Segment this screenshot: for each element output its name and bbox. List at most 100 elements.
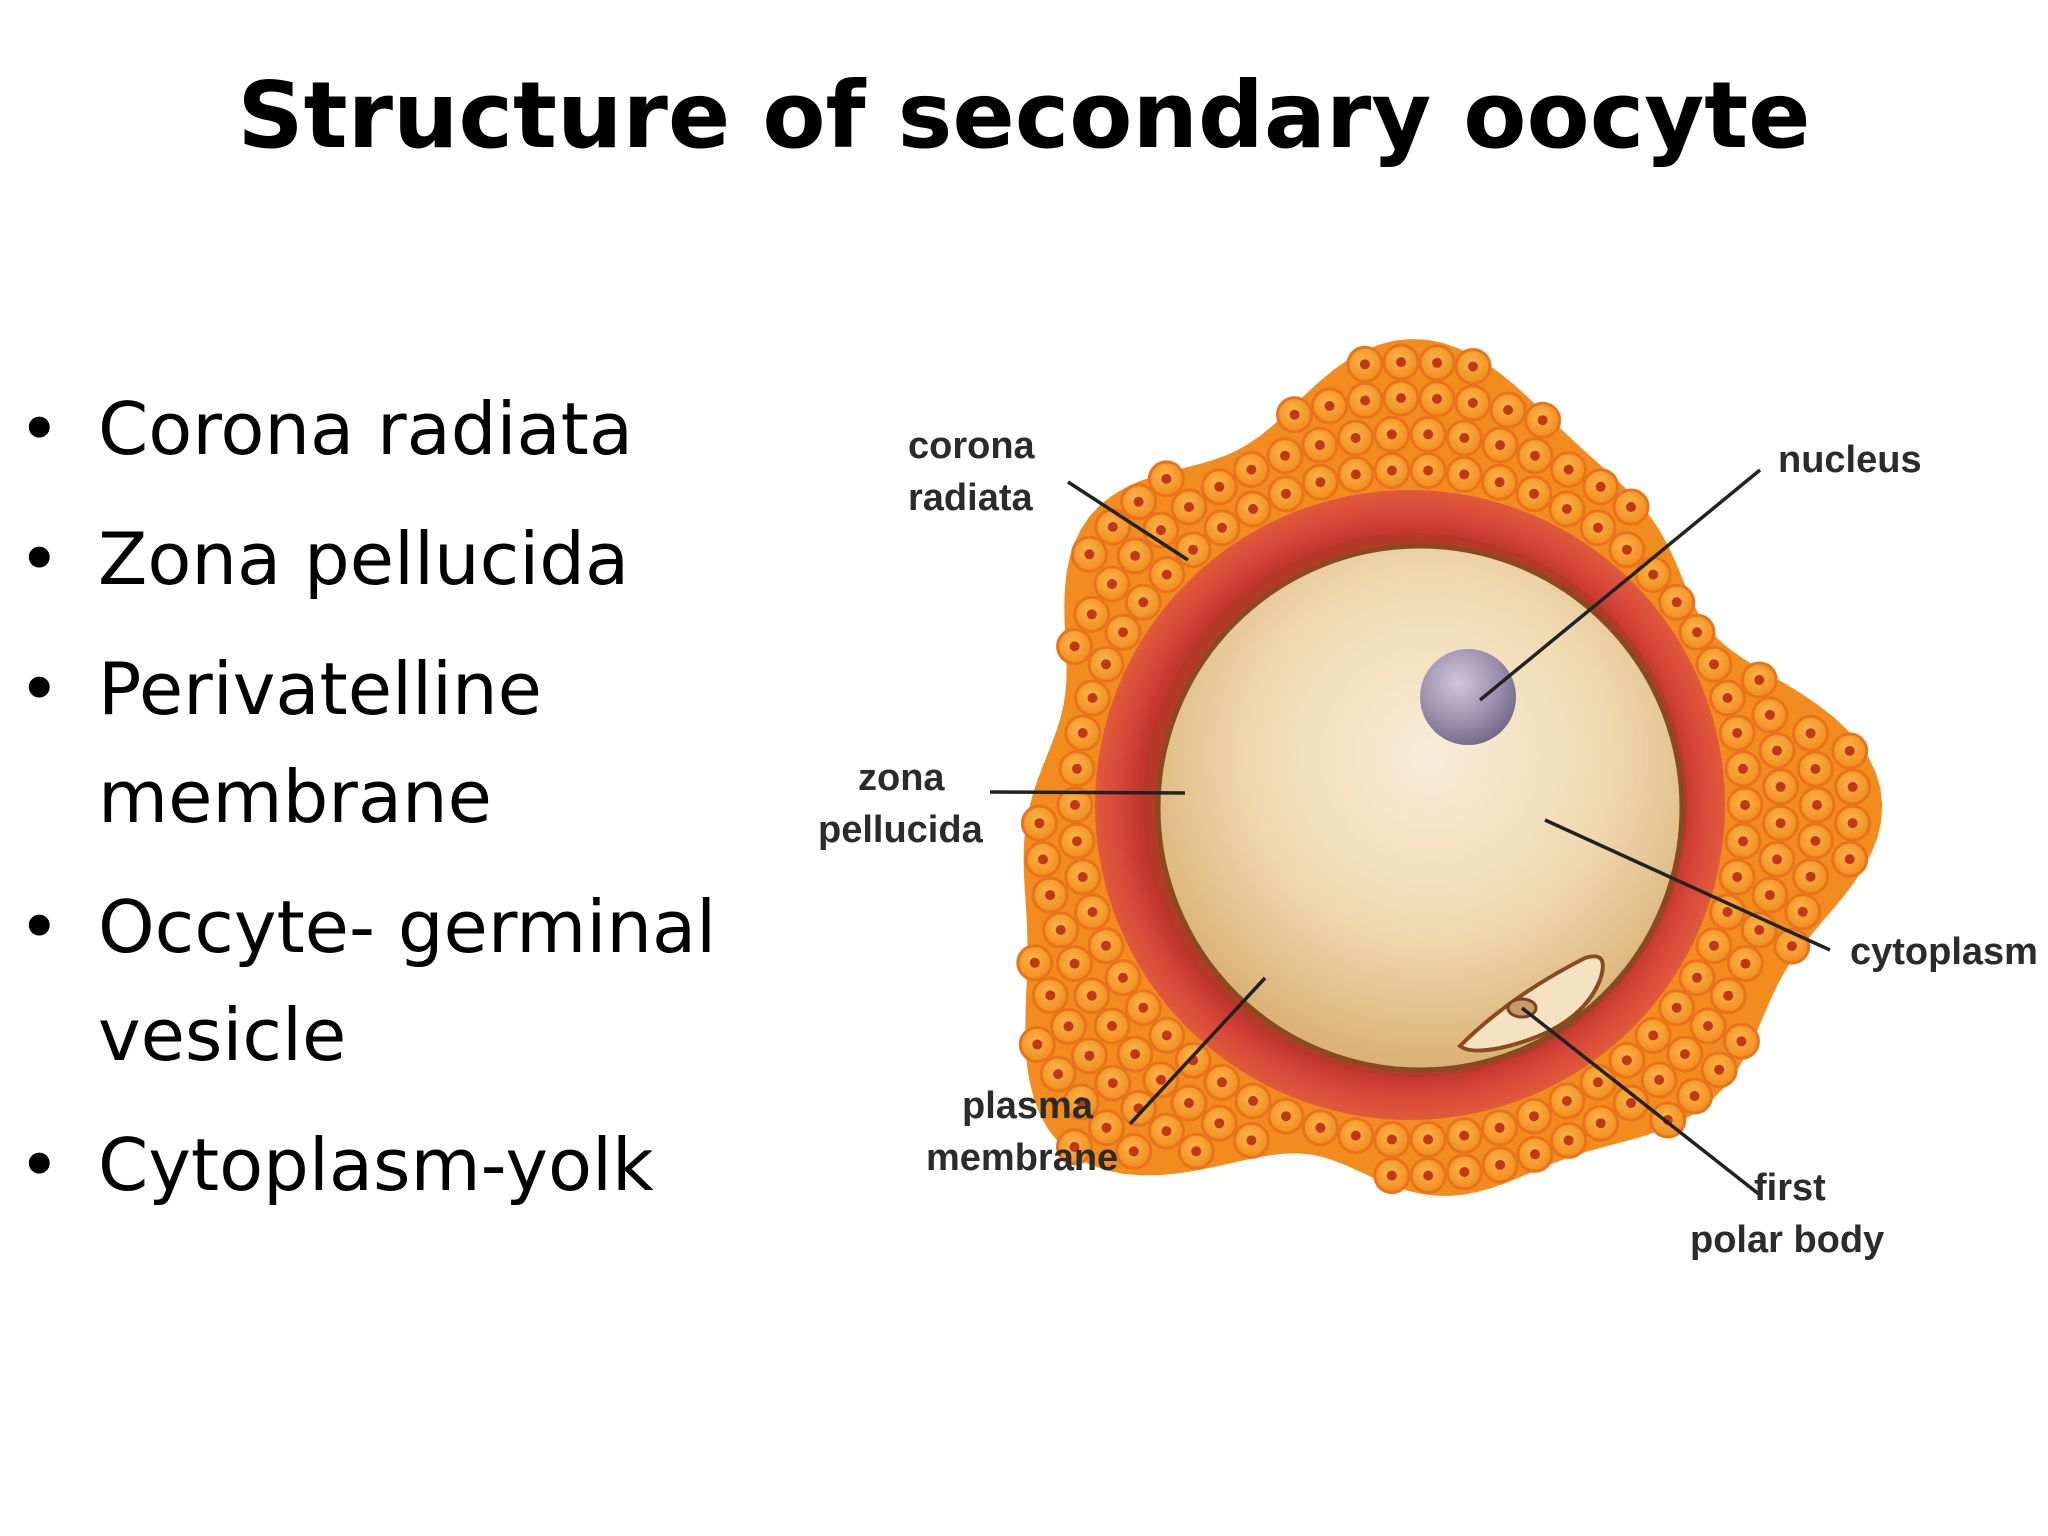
corona-cell — [1784, 893, 1822, 931]
corona-cell — [1658, 583, 1696, 621]
corona-cell — [1267, 475, 1305, 513]
corona-cell — [1726, 945, 1764, 983]
corona-cell — [1070, 1037, 1108, 1075]
corona-cell — [1267, 1097, 1305, 1135]
corona-cell — [1174, 1041, 1212, 1079]
corona-cell — [1676, 1077, 1714, 1115]
corona-cell — [1115, 1132, 1153, 1170]
corona-cell — [1203, 1063, 1241, 1101]
corona-cell — [1124, 989, 1162, 1027]
corona-cell — [1792, 714, 1830, 752]
corona-cell — [1024, 840, 1062, 878]
corona-cell — [1056, 627, 1094, 665]
corona-cell — [1073, 977, 1111, 1015]
corona-cell — [1093, 1007, 1131, 1045]
corona-cell — [1039, 1055, 1077, 1093]
corona-cell — [1582, 468, 1620, 506]
corona-cell — [1666, 1035, 1704, 1073]
corona-cell — [1031, 876, 1069, 914]
corona-cell — [1094, 508, 1132, 546]
corona-cell — [1709, 893, 1746, 931]
corona-cell — [1031, 976, 1069, 1014]
corona-cell — [1174, 531, 1212, 569]
corona-cell — [1445, 419, 1483, 457]
label-line: polar body — [1690, 1219, 1884, 1261]
corona-cell — [1301, 426, 1339, 464]
corona-cell — [1070, 535, 1108, 573]
corona-cell — [1722, 1022, 1760, 1060]
corona-cell — [1058, 822, 1096, 860]
slide-title: Structure of secondary oocyte — [237, 62, 1811, 169]
corona-cell — [1454, 348, 1492, 385]
corona-cell — [1796, 822, 1834, 860]
corona-cell — [1608, 1041, 1646, 1079]
label-line: cytoplasm — [1850, 931, 2038, 973]
leader-cytoplasm — [1544, 818, 1831, 952]
corona-cell — [1678, 613, 1716, 651]
corona-cell — [1751, 876, 1789, 914]
cytoplasm — [1158, 546, 1682, 1070]
corona-cell — [1104, 613, 1142, 651]
corona-cell — [1170, 488, 1208, 526]
label-line: zona — [858, 757, 945, 799]
label-zona-pellucida: zona pellucida — [818, 757, 984, 851]
label-nucleus: nucleus — [1778, 439, 1922, 481]
corona-cell — [1234, 490, 1272, 528]
corona-cell — [1515, 1097, 1553, 1135]
corona-cell — [1148, 556, 1186, 594]
bullet-dot-icon: • — [18, 517, 61, 601]
bullet-item: •Corona radiata — [18, 375, 798, 483]
corona-cell — [1177, 1132, 1215, 1170]
corona-cell — [1550, 451, 1588, 489]
corona-cell — [1203, 509, 1241, 547]
corona-cell — [1608, 531, 1646, 569]
corona-cell — [1548, 490, 1586, 528]
corona-cell — [1718, 858, 1756, 896]
corona-cell — [1020, 804, 1058, 842]
corona-cell — [1276, 396, 1313, 434]
corona-cell — [1382, 343, 1420, 381]
corona-cell — [1087, 927, 1125, 965]
bullet-text: Perivatelline membrane — [98, 647, 542, 839]
corona-cell — [1056, 945, 1094, 983]
bullet-item: •Cytoplasm-yolk — [18, 1111, 798, 1219]
corona-cell — [1120, 483, 1158, 521]
corona-cell — [1579, 1063, 1617, 1101]
corona-cell — [1724, 750, 1762, 788]
corona-cell — [1409, 1121, 1447, 1158]
corona-cell — [1062, 1083, 1100, 1121]
corona-cell — [1087, 645, 1125, 683]
corona-cell — [1481, 463, 1519, 501]
corona-cell — [1142, 1061, 1180, 1099]
bullet-text: Corona radiata — [98, 387, 633, 471]
corona-cell — [1418, 380, 1456, 418]
label-line: radiata — [908, 477, 1033, 519]
corona-cell — [1234, 1082, 1272, 1120]
corona-cell — [1718, 714, 1756, 752]
bullet-item: •Occyte- germinal vesicle — [18, 873, 798, 1089]
corona-cell — [1695, 645, 1733, 683]
bullet-text: Zona pellucida — [98, 517, 630, 601]
corona-cell — [1104, 959, 1142, 997]
label-corona-radiata: corona radiata — [908, 425, 1045, 519]
corona-cell — [1373, 1157, 1411, 1195]
nucleus — [1420, 649, 1516, 745]
corona-cell — [1489, 391, 1527, 429]
corona-cell — [1409, 1157, 1447, 1195]
corona-cell — [1481, 426, 1519, 464]
corona-cell — [1579, 509, 1617, 547]
corona-cell — [1762, 768, 1800, 806]
corona-cell — [1612, 488, 1650, 526]
corona-cell — [1524, 401, 1562, 439]
corona-cell — [1073, 595, 1111, 633]
label-line: nucleus — [1778, 439, 1922, 481]
corona-cell — [1834, 768, 1872, 806]
oocyte-diagram: corona radiata nucleus zona pellucida cy… — [818, 339, 2038, 1261]
corona-cell — [1796, 750, 1834, 788]
corona-cell — [1148, 1016, 1186, 1054]
corona-cell — [1093, 565, 1131, 603]
bullet-item: • Zona pellucida — [18, 505, 798, 613]
corona-cell — [1695, 927, 1733, 965]
corona-cell — [1116, 537, 1154, 575]
